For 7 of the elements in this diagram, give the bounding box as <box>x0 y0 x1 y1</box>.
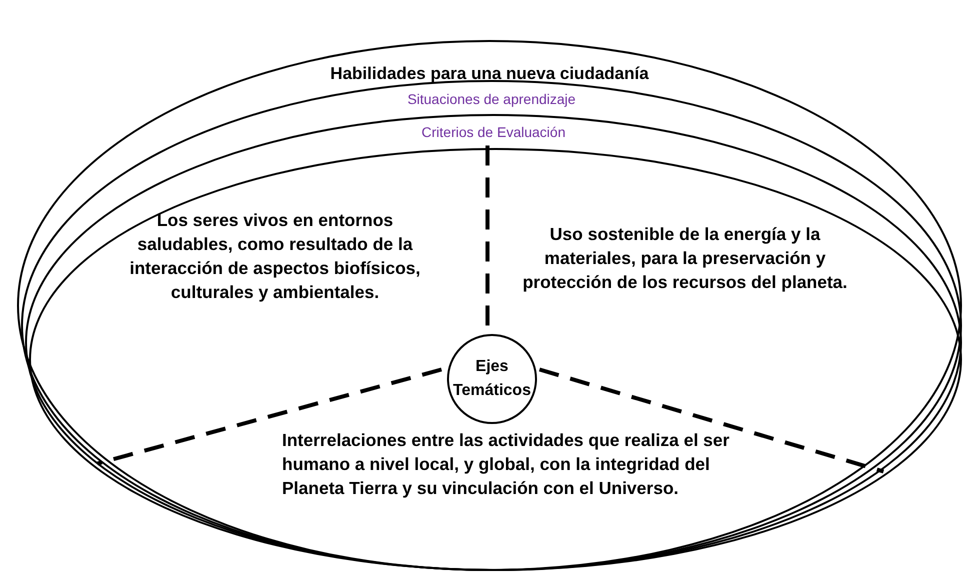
band-title: Habilidades para una nueva ciudadanía <box>330 64 649 84</box>
theme-text: Interrelaciones entre las actividades que realiza el ser humano a nivel local, y global, con la integridad del Planeta Tierra y su vinculación con el Universo. <box>282 429 730 500</box>
circle-label: Ejes Temáticos <box>453 357 531 401</box>
band-title: Criterios de Evaluación <box>422 124 566 140</box>
theme-text: Los seres vivos en entornos saludables, como resultado de la interacción de aspectos biofísicos, culturales y ambientales. <box>128 209 422 304</box>
band-title: Situaciones de aprendizaje <box>407 91 576 107</box>
theme-text: Uso sostenible de la energía y la materiales, para la preservación y protección de los recursos del planeta. <box>522 223 848 294</box>
